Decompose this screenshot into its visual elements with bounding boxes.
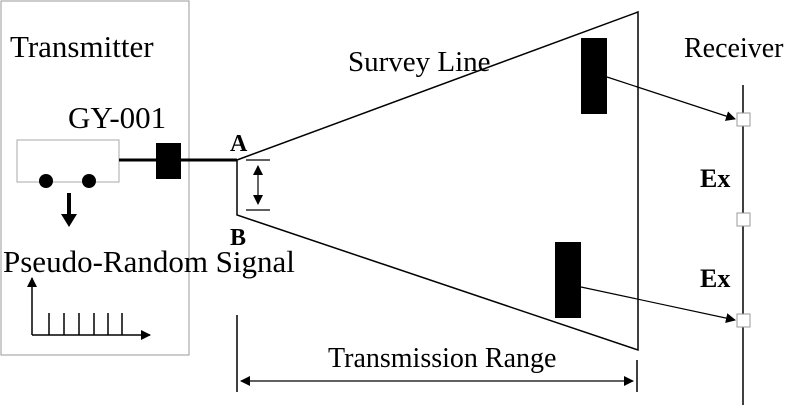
ex-bottom-label: Ex (700, 264, 730, 293)
pulse-train-icon (27, 277, 151, 340)
arrow-down-icon (61, 193, 77, 227)
survey-block-top (581, 38, 607, 114)
signal-label: Pseudo-Random Signal (3, 244, 295, 279)
range-label: Transmission Range (328, 343, 556, 374)
receiver-label: Receiver (684, 33, 784, 64)
signal-arrow-top (606, 76, 736, 121)
electrode-block (156, 143, 181, 179)
receiver-electrode-top (736, 112, 751, 127)
ex-top-label: Ex (700, 164, 730, 193)
point-b-label: B (230, 225, 246, 251)
survey-line-label: Survey Line (348, 46, 491, 78)
point-a-label: A (230, 131, 248, 157)
device-wheel-left (39, 174, 53, 188)
signal-arrow-bottom (580, 286, 736, 324)
device-box (16, 139, 120, 183)
device-wheel-right (82, 174, 96, 188)
receiver-electrode-bottom (736, 313, 751, 328)
survey-fan (236, 10, 639, 352)
ab-double-arrow (246, 159, 270, 211)
receiver-electrode-middle (736, 212, 751, 227)
transmitter-title: Transmitter (10, 29, 154, 64)
survey-block-bottom (555, 242, 581, 318)
device-label: GY-001 (68, 100, 166, 135)
